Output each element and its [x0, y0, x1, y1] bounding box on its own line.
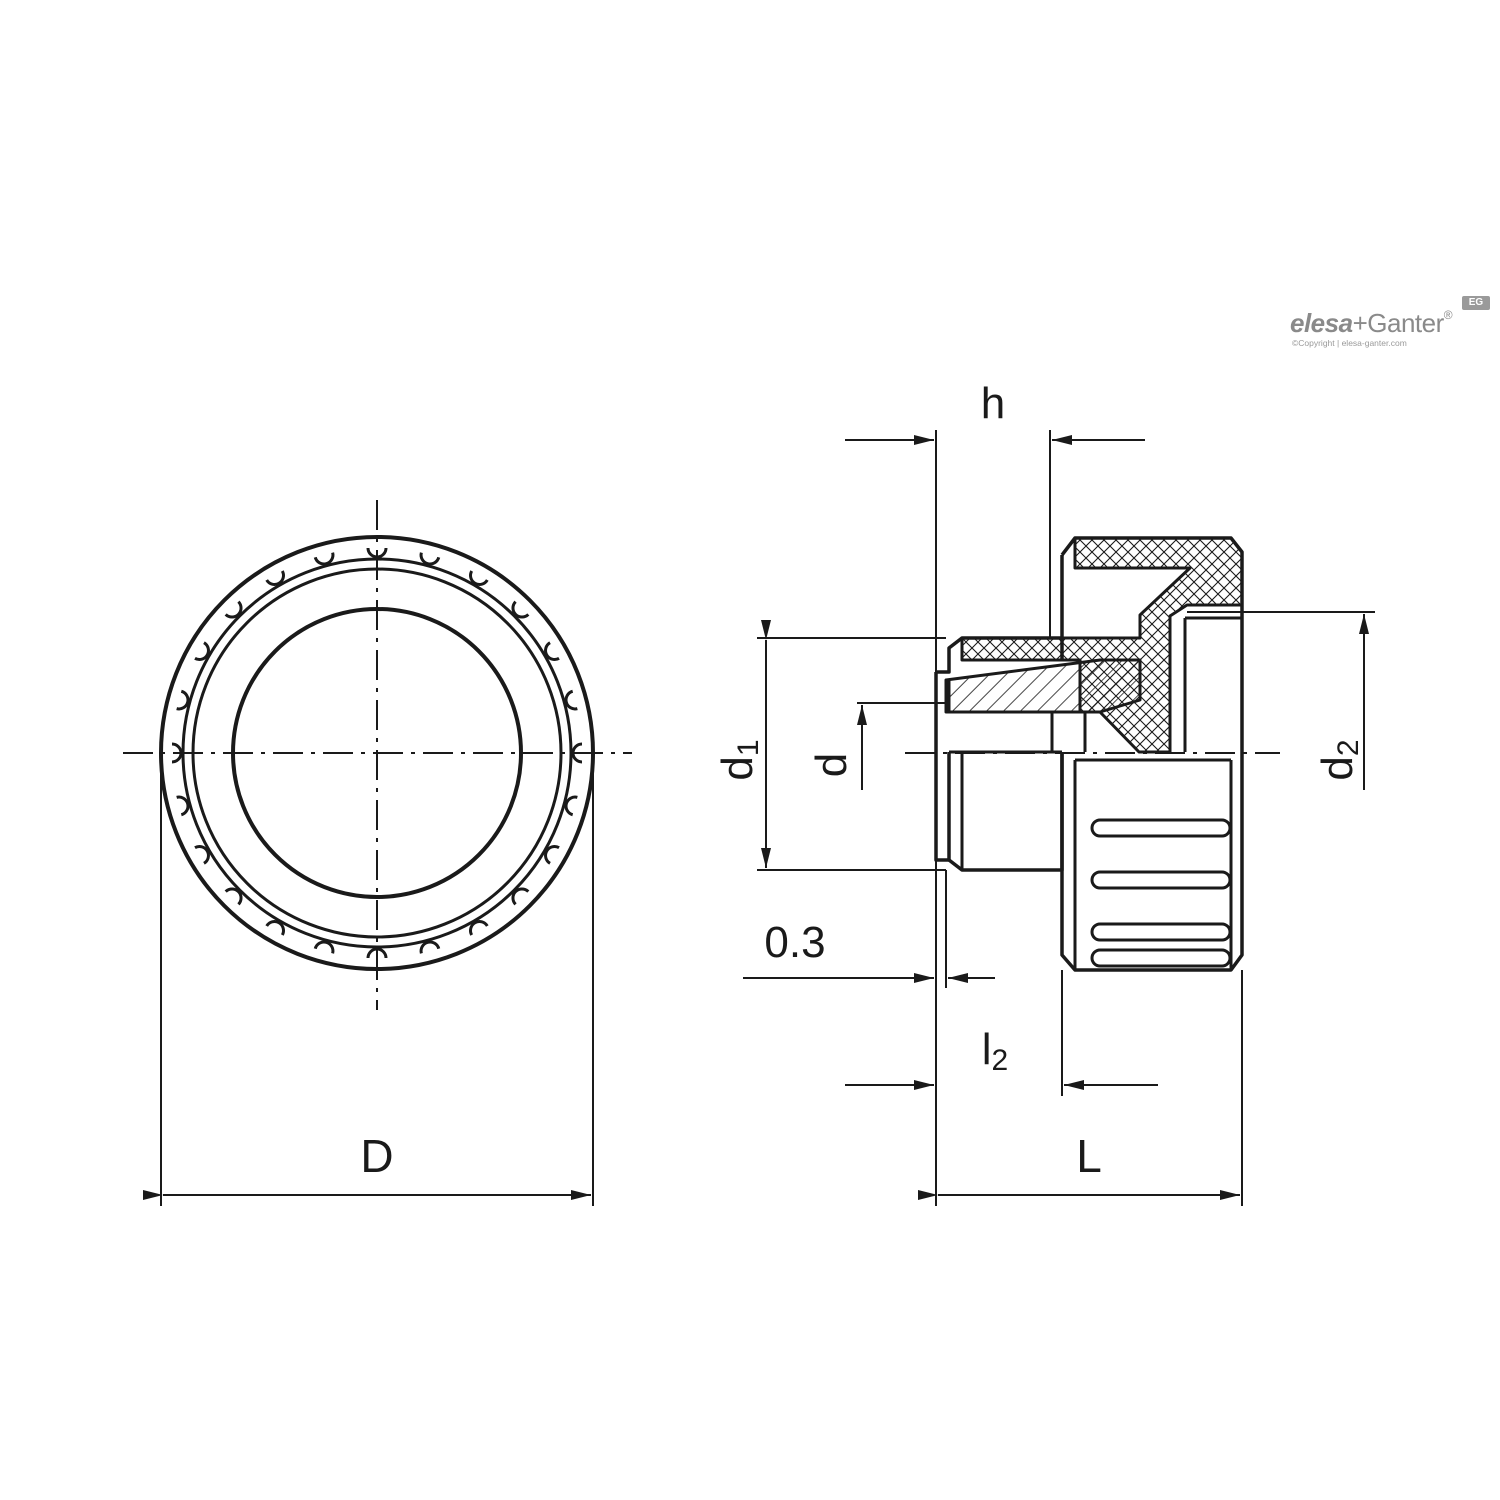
knurl-groove: [1090, 948, 1232, 968]
label-D: D: [360, 1130, 393, 1182]
label-d2: d2: [1313, 739, 1365, 780]
cap-section: [960, 536, 1244, 754]
dimension-L: [918, 970, 1243, 1206]
knurl-scallop: [265, 570, 285, 586]
knurl-scallop: [544, 641, 560, 661]
dimension-D: [143, 760, 594, 1206]
dimension-d1: [757, 620, 946, 871]
label-l2: l2: [982, 1025, 1008, 1077]
knurl-scallop: [313, 940, 335, 954]
dimension-gap: [743, 870, 995, 988]
label-d: d: [807, 753, 856, 777]
label-d1: d1: [713, 739, 765, 780]
knurl-scallop: [265, 920, 285, 936]
knurl-scallop: [511, 887, 530, 906]
label-gap: 0.3: [764, 918, 825, 967]
dimension-d: [857, 702, 946, 790]
knurl-scallop: [544, 845, 560, 865]
front-centerlines: [123, 500, 632, 1010]
dimension-d2: [1187, 611, 1375, 790]
knurl-groove: [1090, 818, 1232, 838]
dimension-h: [845, 430, 1145, 672]
knurl-scallop: [564, 689, 578, 711]
knurl-scallop: [469, 570, 489, 586]
knurl-scallop: [194, 641, 210, 661]
knurl-scallop: [511, 600, 530, 619]
knurl-scallop: [419, 940, 441, 954]
knurl-groove: [1090, 870, 1232, 890]
label-h: h: [981, 379, 1005, 428]
knurl-scallop: [224, 600, 243, 619]
dimension-l2: [845, 860, 1158, 1206]
knurl-scallop: [176, 795, 190, 817]
knurl-scallop: [564, 795, 578, 817]
logo-copyright: ©Copyright | elesa-ganter.com: [1292, 338, 1407, 348]
label-L: L: [1076, 1130, 1102, 1182]
knurl-grooves: [1090, 818, 1232, 968]
knurl-scallop: [419, 552, 441, 566]
knurl-scallop: [176, 689, 190, 711]
knurl-groove: [1090, 922, 1232, 942]
knurl-scallops: [171, 547, 583, 959]
brand-logo: EG elesa+Ganter® ©Copyright | elesa-gant…: [1290, 296, 1500, 356]
knurl-scallop: [194, 845, 210, 865]
logo-wordmark: elesa+Ganter®: [1290, 308, 1453, 338]
insert-section: [944, 658, 1142, 714]
logo-badge: EG: [1462, 296, 1490, 310]
knurl-scallop: [469, 920, 489, 936]
knurl-scallop: [224, 887, 243, 906]
knurl-scallop: [366, 947, 388, 959]
knurl-scallop: [313, 552, 335, 566]
